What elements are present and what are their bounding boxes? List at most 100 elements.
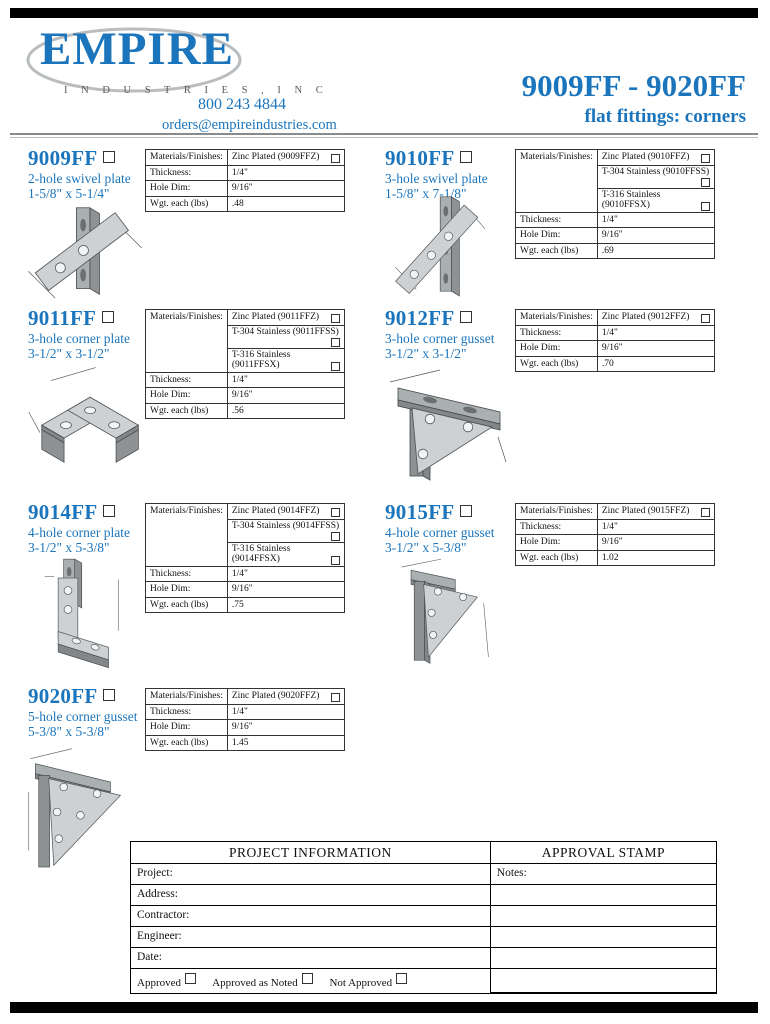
notes-line[interactable] bbox=[490, 885, 716, 906]
product-card-9011ff: 9011FF 3-hole corner plate 3-1/2" x 3-1/… bbox=[20, 306, 360, 502]
email-link[interactable]: orders@empireindustries.com bbox=[162, 117, 337, 133]
product-size: 3-1/2" x 3-1/2" bbox=[28, 346, 110, 362]
product-select-checkbox[interactable] bbox=[103, 505, 116, 517]
spec-label-thickness: Thickness: bbox=[515, 518, 598, 535]
spec-value-thickness: 1/4" bbox=[596, 324, 716, 341]
finish-checkbox[interactable] bbox=[701, 201, 710, 211]
product-name: 4-hole corner gusset bbox=[385, 525, 495, 540]
approval-stamp-title: APPROVAL STAMP bbox=[490, 842, 716, 864]
field-label: Address: bbox=[137, 887, 178, 900]
product-select-checkbox[interactable] bbox=[460, 505, 473, 517]
spec-label-weight: Wgt. each (lbs) bbox=[145, 596, 228, 613]
product-code: 9010FF bbox=[385, 146, 455, 170]
product-size: 5-3/8" x 5-3/8" bbox=[28, 724, 110, 740]
spec-label-materials: Materials/Finishes: bbox=[145, 149, 228, 166]
product-heading: 9009FF 2-hole swivel plate 1-5/8" x 5-1/… bbox=[28, 146, 131, 202]
spec-label-thickness: Thickness: bbox=[145, 703, 228, 720]
product-card-9009ff: 9009FF 2-hole swivel plate 1-5/8" x 5-1/… bbox=[20, 146, 360, 310]
product-heading: 9015FF 4-hole corner gusset 3-1/2" x 5-3… bbox=[385, 500, 494, 556]
spec-value-weight: 1.02 bbox=[596, 549, 716, 566]
finish-option: Zinc Plated (9012FFZ) bbox=[601, 312, 690, 322]
field-label: Engineer: bbox=[137, 929, 182, 942]
finish-checkbox[interactable] bbox=[331, 361, 340, 371]
spec-value-hole-dim: 9/16" bbox=[596, 340, 716, 357]
spec-table: Materials/Finishes: Zinc Plated (9009FFZ… bbox=[145, 149, 346, 212]
product-name: 5-hole corner gusset bbox=[28, 709, 138, 724]
field-project[interactable]: Project: bbox=[131, 864, 490, 885]
field-date[interactable]: Date: bbox=[131, 948, 490, 969]
spec-label-weight: Wgt. each (lbs) bbox=[145, 402, 228, 419]
spec-label-weight: Wgt. each (lbs) bbox=[515, 355, 598, 372]
field-contractor[interactable]: Contractor: bbox=[131, 906, 490, 927]
product-heading: 9011FF 3-hole corner plate 3-1/2" x 3-1/… bbox=[28, 306, 130, 362]
product-drawing-corner-gusset bbox=[389, 369, 507, 481]
finish-checkbox[interactable] bbox=[331, 555, 340, 565]
finish-option: Zinc Plated (9014FFZ) bbox=[231, 506, 320, 516]
finish-checkbox[interactable] bbox=[701, 153, 710, 163]
notes-line[interactable] bbox=[490, 906, 716, 927]
finish-checkbox[interactable] bbox=[331, 692, 340, 702]
product-name: 4-hole corner plate bbox=[28, 525, 130, 540]
product-drawing-swivel-plate bbox=[395, 196, 486, 297]
approved-checkbox[interactable] bbox=[185, 973, 196, 984]
spec-label-materials: Materials/Finishes: bbox=[515, 503, 598, 520]
product-select-checkbox[interactable] bbox=[102, 311, 115, 323]
spec-table: Materials/Finishes: Zinc Plated (9014FFZ… bbox=[145, 503, 346, 613]
spec-value-weight: .69 bbox=[596, 242, 716, 259]
product-select-checkbox[interactable] bbox=[103, 689, 116, 701]
notes-row[interactable]: Notes: bbox=[490, 864, 716, 885]
field-label: Date: bbox=[137, 950, 162, 963]
product-drawing-swivel-plate bbox=[28, 207, 143, 299]
product-code: 9011FF bbox=[28, 306, 97, 330]
finish-checkbox[interactable] bbox=[331, 532, 340, 541]
approved-label: Approved bbox=[137, 977, 181, 989]
finish-option: T-304 Stainless (9010FFSS) bbox=[601, 166, 710, 177]
product-heading: 9012FF 3-hole corner gusset 3-1/2" x 3-1… bbox=[385, 306, 494, 362]
finish-checkbox[interactable] bbox=[331, 313, 340, 323]
not-approved-checkbox[interactable] bbox=[396, 973, 408, 984]
spec-value-thickness: 1/4" bbox=[226, 703, 346, 720]
finish-checkbox[interactable] bbox=[701, 313, 710, 323]
logo-swoosh-icon bbox=[26, 27, 242, 93]
finish-option: Zinc Plated (9020FFZ) bbox=[231, 691, 320, 701]
spec-label-materials: Materials/Finishes: bbox=[515, 149, 598, 213]
spec-label-thickness: Thickness: bbox=[515, 211, 598, 228]
product-drawing-corner-plate bbox=[44, 558, 119, 669]
finish-option: T-316 Stainless (9011FFSX) bbox=[231, 350, 291, 370]
product-code: 9009FF bbox=[28, 146, 98, 170]
finish-checkbox[interactable] bbox=[331, 507, 340, 517]
project-info-column: PROJECT INFORMATION Project: Address: Co… bbox=[131, 842, 490, 993]
product-select-checkbox[interactable] bbox=[460, 151, 473, 163]
approved-as-noted-checkbox[interactable] bbox=[301, 973, 313, 984]
spec-label-materials: Materials/Finishes: bbox=[145, 309, 228, 373]
finish-checkbox[interactable] bbox=[331, 338, 340, 347]
spec-value-weight: .75 bbox=[226, 596, 346, 613]
field-address[interactable]: Address: bbox=[131, 885, 490, 906]
finish-checkbox[interactable] bbox=[331, 153, 340, 163]
product-card-9014ff: 9014FF 4-hole corner plate 3-1/2" x 5-3/… bbox=[20, 500, 360, 680]
spec-value-hole-dim: 9/16" bbox=[596, 227, 716, 244]
spec-label-materials: Materials/Finishes: bbox=[515, 309, 598, 326]
field-label: Contractor: bbox=[137, 908, 190, 921]
spec-label-thickness: Thickness: bbox=[515, 324, 598, 341]
spec-label-hole-dim: Hole Dim: bbox=[515, 534, 598, 551]
spec-table: Materials/Finishes: Zinc Plated (9015FFZ… bbox=[515, 503, 716, 566]
product-name: 2-hole swivel plate bbox=[28, 171, 131, 186]
approved-as-noted-label: Approved as Noted bbox=[212, 977, 298, 989]
field-engineer[interactable]: Engineer: bbox=[131, 927, 490, 948]
header-rule-thin bbox=[10, 137, 758, 138]
finish-checkbox[interactable] bbox=[701, 507, 710, 517]
spec-label-weight: Wgt. each (lbs) bbox=[515, 242, 598, 259]
notes-line[interactable] bbox=[490, 927, 716, 948]
product-select-checkbox[interactable] bbox=[103, 151, 116, 163]
top-bar bbox=[10, 8, 758, 18]
notes-line[interactable] bbox=[490, 969, 716, 993]
spec-value-hole-dim: 9/16" bbox=[226, 387, 346, 404]
product-select-checkbox[interactable] bbox=[460, 311, 473, 323]
finish-checkbox[interactable] bbox=[701, 178, 710, 187]
phone-number: 800 243 4844 bbox=[198, 96, 286, 113]
product-size: 1-5/8" x 5-1/4" bbox=[28, 186, 110, 202]
notes-line[interactable] bbox=[490, 948, 716, 969]
logo-subtext: I N D U S T R I E S , I N C bbox=[64, 85, 329, 96]
spec-label-weight: Wgt. each (lbs) bbox=[145, 734, 228, 751]
